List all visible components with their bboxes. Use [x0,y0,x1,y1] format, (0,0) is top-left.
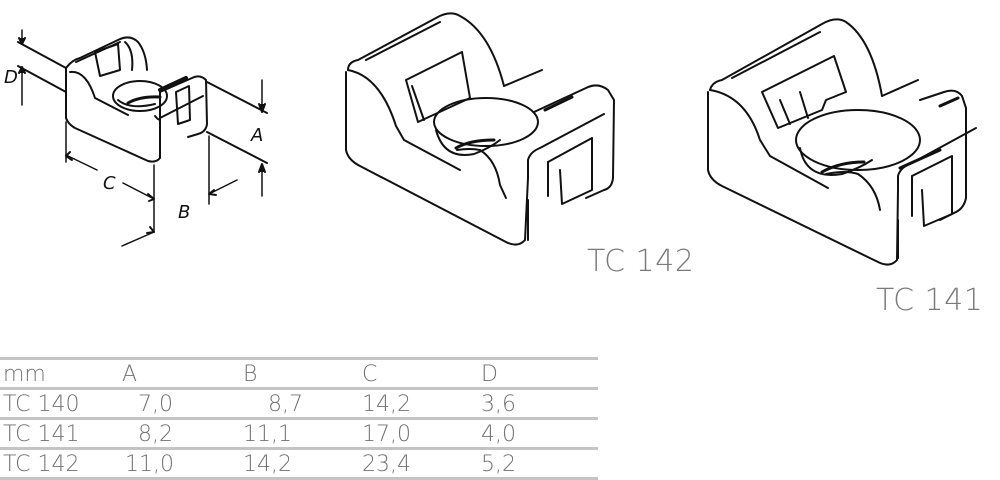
technical-drawings: D A C B [4,12,977,266]
value-d: 5,2 [481,452,516,477]
value-b: 8,7 [268,392,303,417]
header-a: A [122,362,138,387]
header-c: C [362,362,378,387]
value-c: 23,4 [362,452,411,477]
dimensioned-mount-drawing: D A C B [4,29,268,247]
svg-text:B: B [178,202,190,223]
svg-text:C: C [103,173,116,194]
value-b: 11,1 [243,422,292,447]
model-cell: TC 142 [3,452,80,477]
table-row: TC 141 8,2 11,1 17,0 4,0 [0,417,598,447]
value-d: 3,6 [481,392,516,417]
value-a: 11,0 [125,452,174,477]
table-row: TC 140 7,0 8,7 14,2 3,6 [0,387,598,417]
value-c: 17,0 [362,422,411,447]
value-a: 8,2 [138,422,173,447]
value-d: 4,0 [481,422,516,447]
header-b: B [243,362,258,387]
tc141-label: TC 141 [876,283,984,318]
table-row: TC 142 11,0 14,2 23,4 5,2 [0,447,598,480]
tc141-mount-drawing [707,18,977,266]
value-b: 14,2 [243,452,292,477]
svg-text:A: A [250,125,263,146]
header-unit: mm [3,362,46,387]
table-header-row: mm A B C D [0,357,598,387]
value-c: 14,2 [362,392,411,417]
model-cell: TC 140 [3,392,80,417]
tc142-mount-drawing [345,12,615,246]
tc142-label: TC 142 [587,244,695,279]
value-a: 7,0 [138,392,173,417]
model-cell: TC 141 [3,422,80,447]
svg-text:D: D [4,67,18,88]
header-d: D [481,362,498,387]
dimensions-table: mm A B C D TC 140 7,0 8,7 14,2 3,6 TC 14… [0,357,598,480]
